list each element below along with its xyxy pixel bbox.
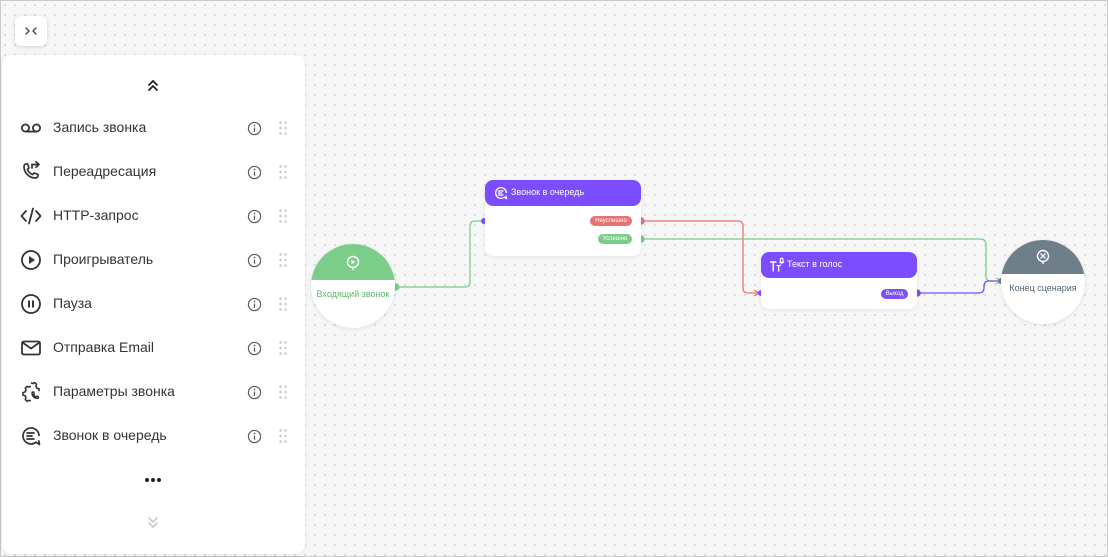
block-text-to-speech[interactable]: Текст в голос Выход bbox=[761, 252, 917, 309]
palette-item-call-queue[interactable]: Звонок в очередь bbox=[2, 414, 305, 458]
collapse-arrows-icon bbox=[25, 27, 37, 35]
start-node-label: Входящий звонок bbox=[316, 289, 390, 299]
end-node-label: Конец сценария bbox=[1009, 283, 1077, 293]
queue-icon bbox=[495, 187, 508, 200]
block-title: Звонок в очередь bbox=[511, 187, 585, 197]
code-icon bbox=[20, 207, 42, 225]
output-fail-label: Неуспешно bbox=[590, 216, 632, 226]
palette-item-label: Отправка Email bbox=[53, 339, 155, 355]
end-icon bbox=[1036, 249, 1050, 264]
end-node-header bbox=[1001, 240, 1085, 274]
pause-icon bbox=[21, 294, 41, 314]
double-chevron-down-icon bbox=[148, 517, 158, 528]
collapse-panel-button[interactable] bbox=[15, 16, 47, 46]
drag-handle-icon[interactable] bbox=[278, 340, 288, 356]
output-exit-label: Выход bbox=[881, 289, 908, 299]
output-success-label: Успешно bbox=[598, 234, 632, 244]
drag-handle-icon[interactable] bbox=[278, 252, 288, 268]
block-call-queue[interactable]: Звонок в очередь Неуспешно Успешно bbox=[485, 180, 641, 256]
info-icon[interactable] bbox=[247, 253, 262, 268]
info-icon[interactable] bbox=[247, 165, 262, 180]
palette-item-player[interactable]: Проигрыватель bbox=[2, 238, 305, 282]
palette-item-pause[interactable]: Пауза bbox=[2, 282, 305, 326]
info-icon[interactable] bbox=[247, 385, 262, 400]
play-icon bbox=[21, 250, 41, 270]
mail-icon bbox=[21, 340, 41, 356]
palette-item-send-email[interactable]: Отправка Email bbox=[2, 326, 305, 370]
queue-icon bbox=[22, 427, 41, 446]
palette-item-label: HTTP-запрос bbox=[53, 207, 139, 223]
palette-item-label: Звонок в очередь bbox=[53, 427, 167, 443]
block-title: Текст в голос bbox=[787, 259, 843, 269]
info-icon[interactable] bbox=[247, 297, 262, 312]
palette-item-label: Параметры звонка bbox=[53, 383, 175, 399]
drag-handle-icon[interactable] bbox=[278, 208, 288, 224]
double-chevron-up-icon bbox=[148, 80, 158, 91]
info-icon[interactable] bbox=[247, 429, 262, 444]
connection-tts-exit-to-end[interactable] bbox=[917, 280, 1000, 294]
connection-start-to-queue[interactable] bbox=[396, 220, 484, 288]
scroll-up-button[interactable] bbox=[143, 75, 163, 95]
connection-fail-to-tts[interactable] bbox=[641, 220, 758, 294]
more-dots-icon bbox=[145, 478, 161, 482]
call-settings-icon bbox=[22, 381, 40, 403]
start-node-incoming-call[interactable]: Входящий звонок bbox=[311, 244, 395, 328]
drag-handle-icon[interactable] bbox=[278, 296, 288, 312]
more-blocks-button[interactable] bbox=[142, 469, 164, 491]
drag-handle-icon[interactable] bbox=[278, 384, 288, 400]
info-icon[interactable] bbox=[247, 341, 262, 356]
palette-item-call-settings[interactable]: Параметры звонка bbox=[2, 370, 305, 414]
palette-item-label: Пауза bbox=[53, 295, 92, 311]
block-header bbox=[485, 180, 641, 206]
drag-handle-icon[interactable] bbox=[278, 164, 288, 180]
palette-item-call-recording[interactable]: Запись звонка bbox=[2, 106, 305, 150]
block-header bbox=[761, 252, 917, 278]
palette-item-label: Переадресация bbox=[53, 163, 157, 179]
palette-item-http-request[interactable]: HTTP-запрос bbox=[2, 194, 305, 238]
palette-item-call-forwarding[interactable]: Переадресация bbox=[2, 150, 305, 194]
scroll-down-button[interactable] bbox=[143, 513, 163, 533]
drag-handle-icon[interactable] bbox=[278, 428, 288, 444]
palette-item-label: Запись звонка bbox=[53, 119, 147, 135]
info-icon[interactable] bbox=[247, 209, 262, 224]
drag-handle-icon[interactable] bbox=[278, 120, 288, 136]
info-icon[interactable] bbox=[247, 121, 262, 136]
palette-item-label: Проигрыватель bbox=[53, 251, 154, 267]
incoming-call-icon bbox=[346, 255, 360, 270]
call-forward-icon bbox=[23, 160, 40, 179]
text-to-speech-icon bbox=[769, 257, 785, 272]
blocks-palette: Запись звонка Переадресация bbox=[2, 55, 305, 554]
voicemail-icon bbox=[21, 123, 41, 133]
end-node-scenario-end[interactable]: Конец сценария bbox=[1001, 240, 1085, 324]
